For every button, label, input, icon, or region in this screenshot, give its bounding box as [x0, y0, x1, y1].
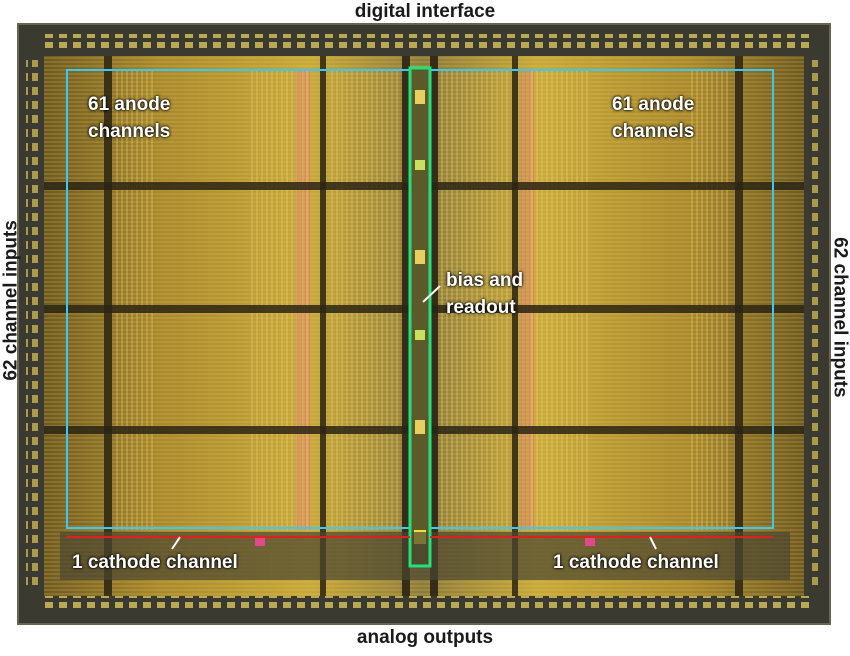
top-pad-ring	[40, 34, 810, 50]
bottom-analog-block	[60, 532, 790, 580]
label-anode-right-2: channels	[612, 121, 695, 142]
left-pad-ring	[26, 60, 40, 590]
label-cathode-right: 1 cathode channel	[553, 552, 719, 573]
label-center-1: bias and	[446, 270, 524, 291]
pointer-bias	[422, 285, 441, 303]
right-pad-ring	[808, 60, 822, 590]
label-anode-left-2: channels	[88, 121, 171, 142]
label-right-side: 62 channel inputs	[829, 237, 850, 398]
label-center-2: readout	[446, 297, 516, 318]
label-left-side: 62 channel inputs	[0, 220, 22, 381]
label-anode-left-1: 61 anode	[88, 94, 171, 115]
label-bottom: analog outputs	[356, 627, 494, 648]
bottom-pad-ring	[40, 596, 810, 612]
pointer-cathode-right	[649, 536, 657, 550]
label-top: digital interface	[354, 1, 496, 22]
center-region-outline	[408, 66, 432, 568]
pointer-cathode-left	[171, 536, 181, 550]
center-column	[410, 68, 430, 566]
label-cathode-left: 1 cathode channel	[72, 552, 238, 573]
pink-traces-right	[518, 70, 534, 530]
label-anode-right-1: 61 anode	[612, 94, 695, 115]
pink-traces-left	[295, 70, 311, 530]
